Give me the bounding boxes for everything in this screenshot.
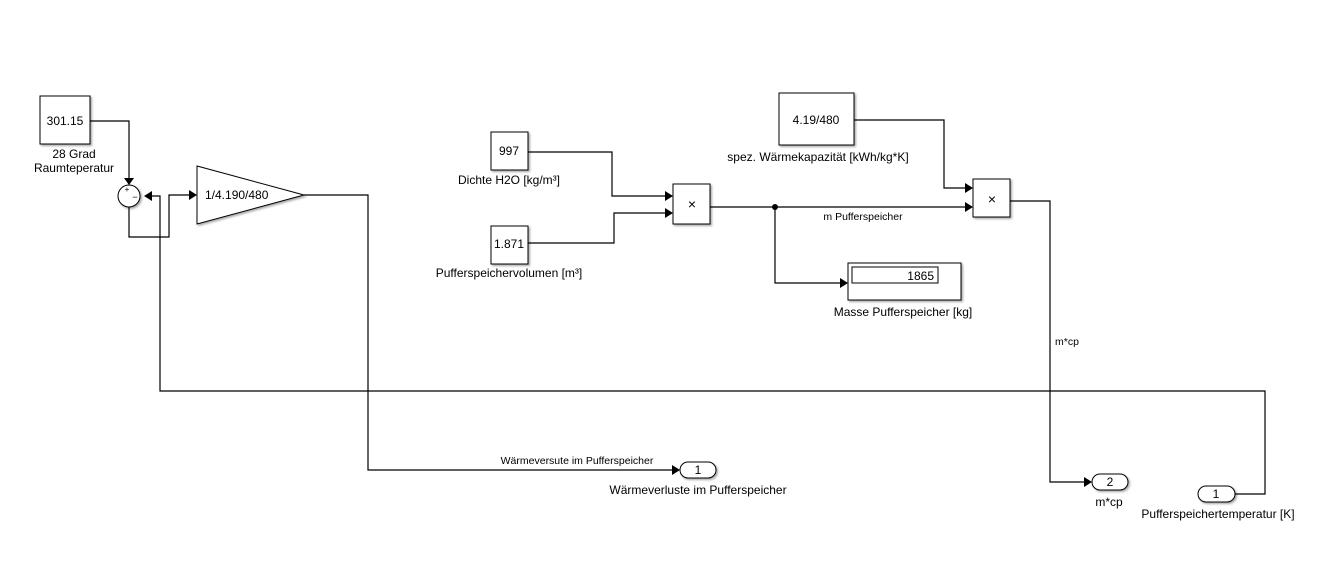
wire-mcp-to-outport[interactable]	[1010, 200, 1084, 483]
sum-block[interactable]: + −	[117, 184, 141, 208]
arrow-head	[840, 278, 848, 288]
block-label: m*cp	[1095, 495, 1123, 509]
block-label: Pufferspeichervolumen [m³]	[436, 266, 583, 280]
multiply-icon: ×	[988, 191, 996, 207]
wire-room-temp-to-sum[interactable]	[89, 120, 130, 178]
outport-mcp[interactable]: 2	[1091, 473, 1129, 491]
display-block-mass[interactable]: 1865	[847, 262, 962, 301]
sum-plus-sign: +	[125, 185, 130, 194]
block-label: Dichte H2O [kg/m³]	[458, 173, 560, 187]
wire-density-to-product[interactable]	[528, 151, 665, 197]
arrow-head	[189, 190, 197, 200]
port-number: 1	[1213, 487, 1220, 501]
arrow-head	[965, 183, 973, 193]
gain-block[interactable]: 1/4.190/480	[196, 165, 306, 225]
constant-value: 301.15	[47, 114, 84, 128]
sum-minus-sign: −	[132, 192, 137, 202]
outport-losses[interactable]: 1	[679, 461, 717, 479]
constant-block-cp[interactable]: 4.19/480	[778, 92, 855, 146]
block-label: Pufferspeichertemperatur [K]	[1141, 507, 1294, 521]
arrow-head	[665, 191, 673, 201]
arrow-head	[1084, 477, 1092, 487]
product-block-mcp[interactable]: ×	[972, 178, 1011, 218]
wire-gain-to-losses[interactable]	[304, 194, 672, 471]
wire-temp-feedback[interactable]	[152, 195, 1266, 495]
wire-volume-to-product[interactable]	[528, 212, 665, 244]
block-label: Wärmeverluste im Pufferspeicher	[609, 483, 786, 497]
constant-value: 997	[499, 144, 519, 158]
display-value: 1865	[907, 269, 934, 283]
constant-value: 4.19/480	[793, 113, 840, 127]
signal-label-mcp: m*cp	[1055, 336, 1079, 348]
inport-temperature[interactable]: 1	[1197, 485, 1236, 503]
block-label: Masse Pufferspeicher [kg]	[834, 305, 973, 319]
constant-value: 1.871	[494, 237, 524, 251]
port-number: 2	[1107, 475, 1114, 489]
block-label: 28 Grad	[52, 147, 95, 161]
wire-mass-to-display[interactable]	[774, 207, 840, 284]
product-block-mass[interactable]: ×	[672, 183, 711, 225]
arrow-head	[124, 178, 134, 185]
arrow-head	[665, 208, 673, 218]
wire-sum-to-gain[interactable]	[128, 194, 189, 238]
constant-block-volume[interactable]: 1.871	[490, 225, 529, 265]
gain-value: 1/4.190/480	[205, 188, 269, 202]
arrow-head	[144, 191, 152, 201]
port-number: 1	[695, 463, 702, 477]
signal-label-mass: m Pufferspeicher	[823, 211, 903, 223]
arrow-head	[672, 465, 680, 475]
signal-label-losses: Wärmeversute im Pufferspeicher	[501, 455, 654, 467]
wire-cp-to-product2[interactable]	[854, 119, 965, 189]
constant-block-density[interactable]: 997	[490, 131, 529, 171]
arrow-head	[965, 202, 973, 212]
block-label: Raumteperatur	[34, 161, 114, 175]
block-label: spez. Wärmekapazität [kWh/kg*K]	[727, 150, 908, 164]
constant-block-room-temp[interactable]: 301.15	[39, 95, 91, 145]
multiply-icon: ×	[688, 196, 696, 212]
